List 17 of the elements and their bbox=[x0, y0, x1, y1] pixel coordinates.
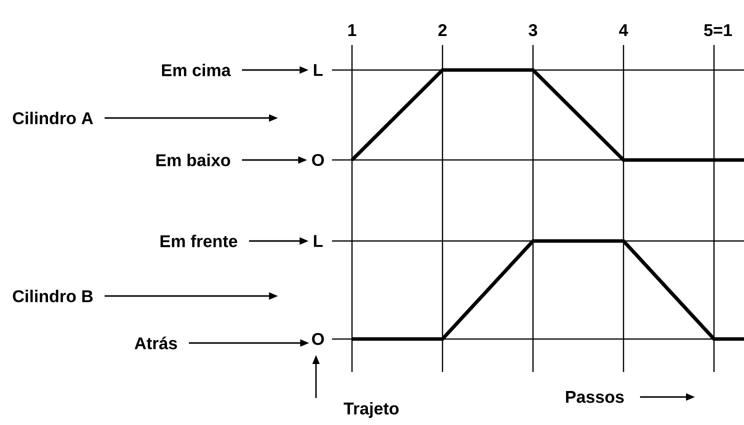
step-number: 2 bbox=[438, 24, 447, 36]
state-letter: O bbox=[309, 330, 327, 347]
state-letter: L bbox=[310, 62, 326, 78]
position-label: Em baixo bbox=[156, 154, 230, 166]
position-label: Em frente bbox=[160, 234, 238, 248]
step-number: 4 bbox=[619, 24, 628, 36]
axis-label: Trajeto bbox=[344, 402, 399, 418]
cylinder-label: Cilindro A bbox=[12, 112, 93, 124]
cylinder-label: Cilindro B bbox=[12, 290, 93, 302]
position-label: Atrás bbox=[134, 336, 177, 350]
axis-label: Passos bbox=[566, 391, 624, 403]
step-number: 1 bbox=[348, 24, 356, 36]
step-number: 5=1 bbox=[704, 24, 732, 36]
state-letter: L bbox=[310, 233, 326, 249]
step-number: 3 bbox=[528, 24, 538, 36]
state-letter: O bbox=[309, 152, 327, 168]
position-label: Em cima bbox=[162, 64, 231, 76]
